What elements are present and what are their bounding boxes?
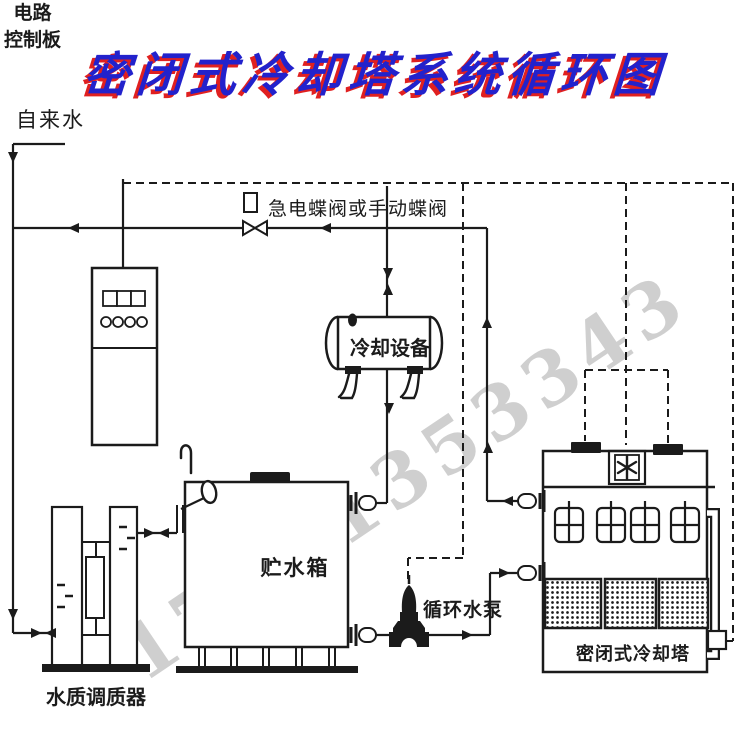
diagram-title: 密闭式冷却塔系统循环图 [81, 48, 669, 101]
cooling-equipment-label: 冷却设备 [350, 338, 430, 360]
cooling-tower-structure [541, 449, 715, 674]
water-conditioner-label: 水质调质器 [46, 687, 146, 709]
vessel-top-valve-icon [348, 313, 357, 327]
valve-note-label: 急电蝶阀或手动蝶阀 [268, 199, 449, 220]
tower-right-downpipe [706, 508, 728, 660]
tank-inlet-fitting [349, 492, 377, 514]
tower-coil-headers [553, 501, 701, 544]
circulation-pump-body [389, 575, 429, 647]
control-board-box [90, 266, 159, 447]
tank-vent-hook [179, 444, 193, 475]
tower-fill-media [543, 577, 710, 630]
storage-tank-label: 贮水箱 [260, 557, 330, 580]
conditioner-base-bar [42, 664, 150, 672]
tower-outlet-fitting [517, 490, 546, 512]
storage-tank-box [176, 472, 358, 673]
tower-inlet-fitting [517, 562, 546, 584]
valve-note-symbol [243, 192, 258, 213]
tank-float-valve [137, 479, 218, 535]
butterfly-valve-icon [242, 219, 268, 237]
cooling-tower-label: 密闭式冷却塔 [576, 644, 690, 664]
water-conditioner-unit [42, 505, 150, 672]
flow-arrows [8, 152, 513, 640]
tower-power-terminals [571, 442, 683, 455]
tank-top-hatch [250, 472, 290, 483]
tank-outlet-fitting [349, 624, 377, 646]
control-board-label: 电路 控制板 [3, 3, 61, 51]
tap-water-label: 自来水 [16, 109, 85, 132]
circulation-pump-label: 循环水泵 [423, 600, 504, 621]
tank-base-bar [176, 666, 358, 673]
fan-icon [616, 454, 638, 481]
cooling-equipment-fittings [337, 313, 423, 400]
cooling-equipment-branch-pipe [376, 186, 389, 505]
control-wiring-dashed [123, 182, 734, 642]
fan-housing [607, 449, 647, 486]
